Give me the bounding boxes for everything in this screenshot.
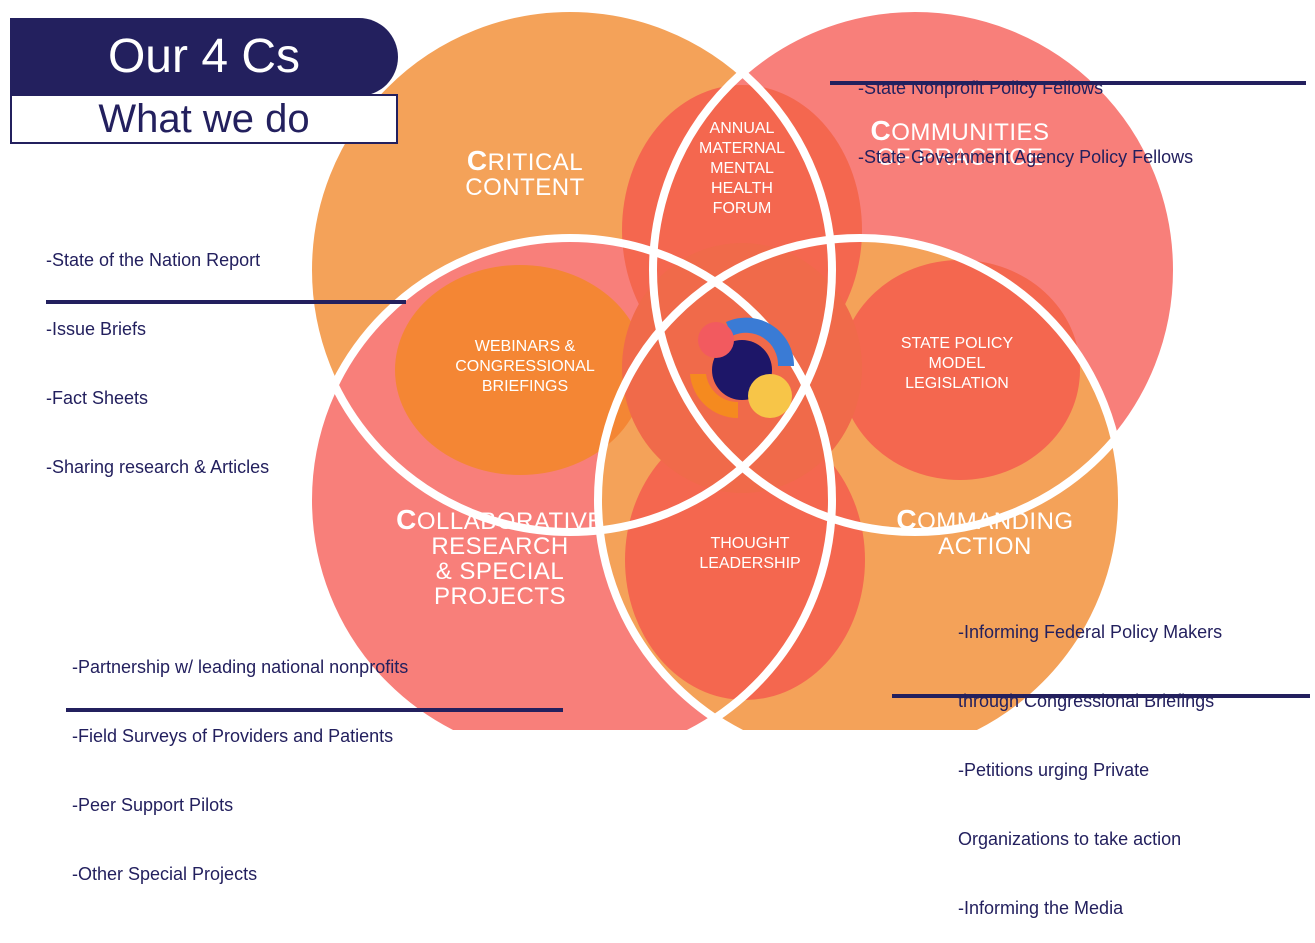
circle-outlines — [304, 4, 1181, 730]
commanding-label: COMMANDING ACTION — [896, 504, 1074, 560]
collaborative-notes: -Partnership w/ leading national nonprof… — [72, 657, 409, 884]
page-subtitle: What we do — [10, 94, 398, 144]
commanding-notes: -Informing Federal Policy Makers through… — [958, 622, 1223, 918]
bottom-intersection — [625, 420, 865, 700]
critical-notes: -State of the Nation Report -Issue Brief… — [46, 250, 270, 477]
bottom-intersection-label: THOUGHT LEADERSHIP — [699, 535, 801, 572]
page-title: Our 4 Cs — [10, 18, 398, 96]
left-intersection-label: WEBINARS & CONGRESSIONAL BRIEFINGS — [455, 338, 595, 395]
logo-blue-arc — [726, 317, 795, 366]
logo-orange-arc — [690, 374, 738, 419]
center-logo — [690, 317, 795, 419]
collaborative-notes-rule — [66, 708, 563, 712]
logo-yellow-circle — [748, 374, 792, 418]
top-intersection-label: ANNUAL MATERNAL MENTAL HEALTH FORUM — [699, 120, 785, 217]
right-intersection — [840, 260, 1080, 480]
title-block: Our 4 Cs What we do — [10, 18, 398, 144]
collaborative-label: COLLABORATIVE RESEARCH & SPECIAL PROJECT… — [396, 504, 604, 610]
logo-red-circle — [698, 322, 734, 358]
communities-notes-rule — [830, 81, 1306, 85]
commanding-notes-rule — [892, 694, 1310, 698]
critical-notes-rule — [46, 300, 406, 304]
communities-notes: -State Nonprofit Policy Fellows -State G… — [858, 78, 1194, 167]
critical-content-label: CRITICAL CONTENT — [465, 145, 585, 201]
communities-label: COMMUNITIES OF PRACTICE — [870, 115, 1050, 171]
right-intersection-label: STATE POLICY MODEL LEGISLATION — [900, 335, 1014, 392]
left-intersection — [395, 265, 645, 475]
